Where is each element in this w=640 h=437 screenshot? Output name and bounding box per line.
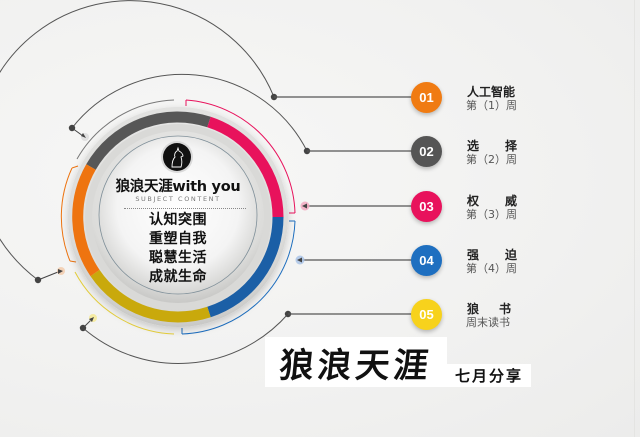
calligraphy-title-box: 狼浪天涯 — [265, 337, 447, 387]
dotted-divider — [124, 208, 246, 209]
ring-segment-blue — [207, 216, 284, 318]
center-content: 狼浪天涯with you SUBJECT CONTENT 认知突围 重塑自我 聪… — [98, 137, 258, 297]
item-title-char: 强 — [467, 248, 480, 262]
item-subtitle: 第（2）周 — [466, 153, 517, 166]
item-title-char: 威 — [504, 194, 517, 208]
center-subtitle: SUBJECT CONTENT — [135, 195, 221, 203]
ring-segment-pink — [207, 116, 284, 218]
item-subtitle: 周末读书 — [466, 316, 510, 329]
howling-wolf-icon — [163, 143, 191, 171]
number-badge: 02 — [411, 136, 442, 167]
thin-segment-arcs — [60, 99, 296, 335]
center-title: 狼浪天涯with you — [115, 179, 241, 195]
calligraphy-subtitle: 七月分享 — [454, 367, 523, 385]
colored-ring — [72, 111, 284, 323]
item-title-text: 人工智能 — [467, 85, 516, 99]
calligraphy-subtitle-box: 七月分享 — [447, 364, 531, 387]
center-line: 认知突围 — [149, 212, 207, 228]
item-title: 狼 书 — [467, 300, 511, 317]
item-subtitle: 第（1）周 — [466, 99, 517, 112]
ring-segment-gray — [86, 111, 211, 170]
item-title-char: 择 — [504, 139, 517, 153]
item-title-char: 选 — [467, 139, 480, 153]
item-subtitle: 第（4）周 — [466, 262, 517, 275]
item-title: 权 威 — [467, 192, 517, 209]
center-line: 重塑自我 — [149, 231, 207, 247]
item-subtitle: 第（3）周 — [466, 208, 517, 221]
item-title-char: 狼 — [467, 302, 480, 316]
item-title: 强 迫 — [467, 246, 517, 263]
number-badge: 03 — [411, 191, 442, 222]
connector-arc-1 — [0, 0, 278, 284]
connector-lines — [274, 96, 412, 315]
ring-segment-orange — [72, 164, 100, 277]
number-badge: 01 — [411, 82, 442, 113]
center-line: 成就生命 — [149, 269, 207, 285]
item-title: 人工智能 — [467, 83, 517, 100]
center-line: 聪慧生活 — [149, 250, 207, 266]
item-title: 选 择 — [467, 137, 517, 154]
item-title-char: 权 — [467, 194, 480, 208]
item-title-char: 书 — [498, 302, 511, 316]
ring-segment-yellow — [90, 269, 211, 323]
number-badge: 05 — [411, 299, 442, 330]
number-badge: 04 — [411, 245, 442, 276]
center-lines: 认知突围 重塑自我 聪慧生活 成就生命 — [98, 211, 258, 287]
edge-divider — [634, 0, 635, 437]
center-disc — [98, 135, 258, 295]
item-title-char: 迫 — [504, 248, 517, 262]
connector-arc-2 — [68, 73, 311, 155]
calligraphy-title: 狼浪天涯 — [277, 345, 434, 386]
